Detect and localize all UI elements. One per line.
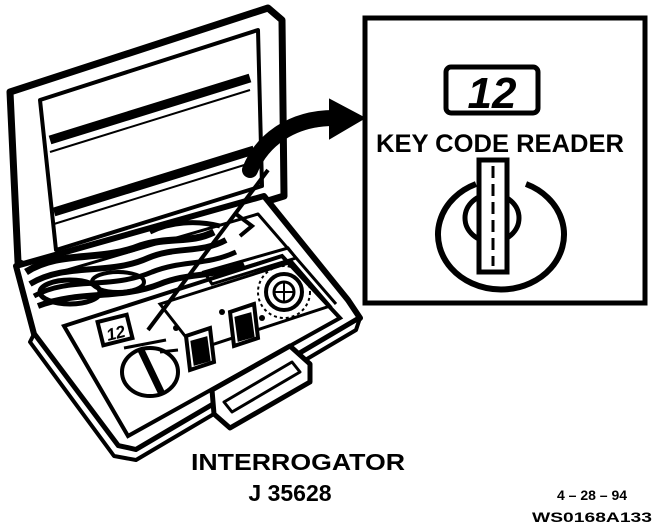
indicator-lamps	[173, 309, 265, 331]
key-slot-dial	[435, 157, 567, 293]
device-key-code-reader	[95, 312, 180, 398]
callout-title: KEY CODE READER	[376, 130, 624, 158]
switch-left	[183, 325, 217, 373]
cable-bundle	[24, 212, 256, 309]
device-name-label: INTERROGATOR	[191, 449, 405, 475]
callout-box: 12 KEY CODE READER	[362, 15, 648, 306]
device-display-digits: 12	[104, 322, 127, 345]
case-lid	[6, 4, 288, 276]
case-handle	[209, 343, 313, 431]
rotary-knob	[257, 265, 311, 319]
footer-date: 4 – 28 – 94	[557, 487, 627, 503]
callout-display-window	[443, 64, 541, 116]
callout-display-digits: 12	[468, 69, 517, 118]
device-part-number-label: J 35628	[248, 480, 331, 506]
switch-right	[227, 301, 261, 349]
pointer-line	[146, 168, 270, 332]
callout-arrow	[242, 98, 367, 178]
footer-figure-id: WS0168A133	[532, 509, 652, 525]
